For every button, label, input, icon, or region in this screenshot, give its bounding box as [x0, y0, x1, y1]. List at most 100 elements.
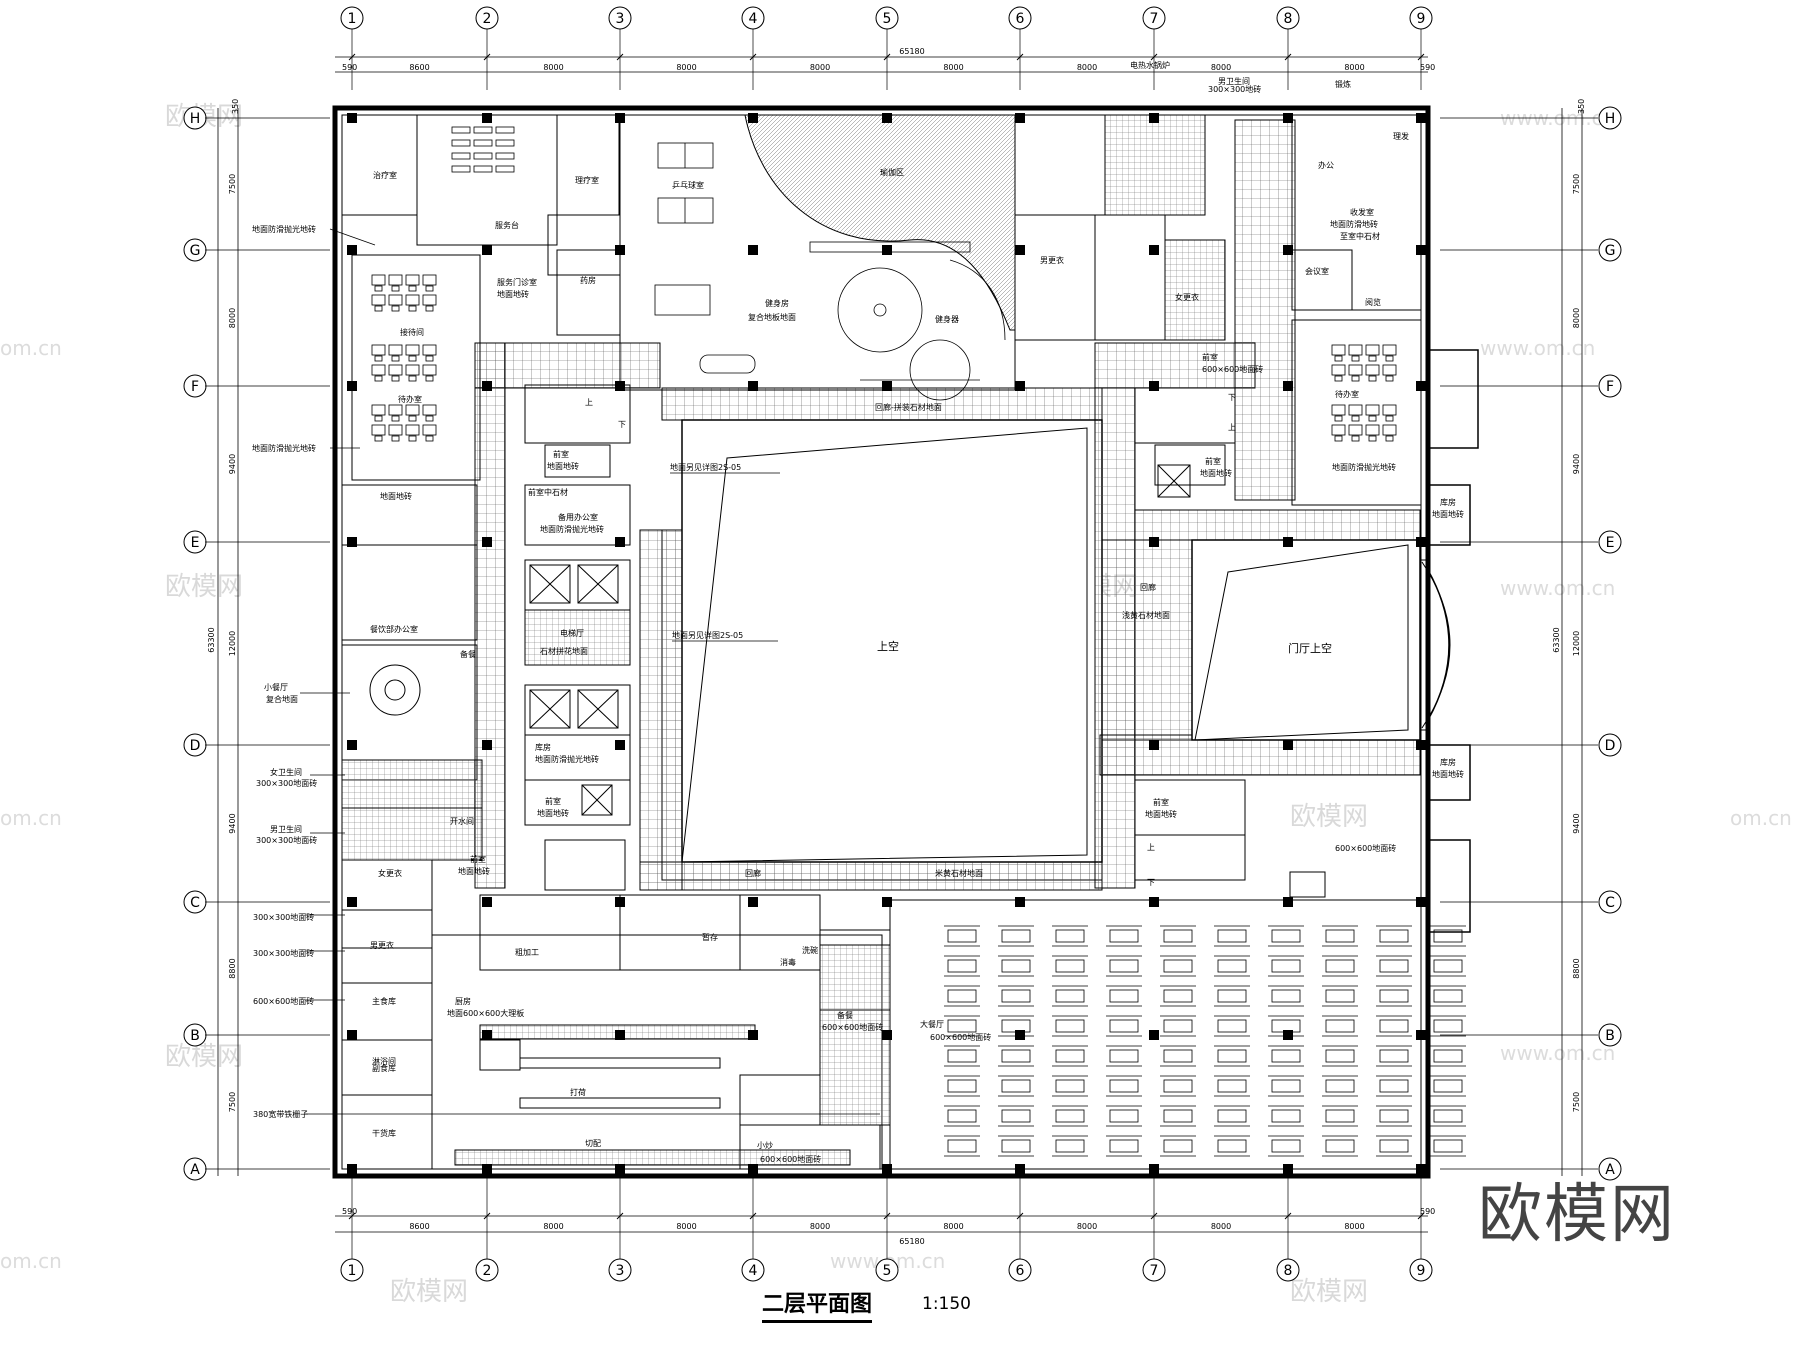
east-annex [1427, 349, 1479, 933]
column [882, 113, 892, 123]
leader-note: 女卫生间 [270, 767, 302, 777]
dining-table [1325, 1139, 1355, 1153]
desk [1365, 364, 1380, 376]
leader-note: 300×300地面砖 [253, 948, 314, 958]
desk [1331, 364, 1346, 376]
room-floor-qianshi1: 地面地砖 [547, 461, 579, 471]
dim-total-top: 65180 [899, 47, 924, 56]
column [1149, 740, 1159, 750]
dining-table [1055, 959, 1085, 973]
room-label-qianshi3: 前室 [545, 796, 561, 806]
watermark: om.cn [0, 336, 62, 360]
column [482, 897, 492, 907]
watermark: www.om.cn [1500, 1041, 1615, 1065]
dining-table [1001, 1139, 1031, 1153]
room-label-beiyong: 备用办公室 [558, 512, 598, 522]
west-core [524, 384, 631, 891]
chair [1368, 415, 1377, 422]
corridor-label: 浅黄石材地面 [1122, 610, 1170, 620]
dim-span: 7500 [1572, 1092, 1581, 1112]
dim-edge-v: 350 [1577, 99, 1586, 114]
column [1015, 381, 1025, 391]
dining-table [1379, 1139, 1409, 1153]
dining-table [1433, 1079, 1463, 1093]
room-floor-yuejiao2: 至室中石材 [1340, 231, 1380, 241]
axis-label: 8 [1284, 11, 1293, 27]
dining-table [947, 1139, 977, 1153]
dining-table [1379, 1109, 1409, 1123]
column [882, 381, 892, 391]
room-label-xiaochao: 小炒 [757, 1141, 773, 1150]
dining-table [1163, 1139, 1193, 1153]
dimension-top [335, 56, 1428, 73]
corridor-label: 回廊 [1140, 582, 1156, 592]
column [482, 245, 492, 255]
dim-span: 7500 [1572, 174, 1581, 194]
column [615, 537, 625, 547]
dining-table [1325, 1109, 1355, 1123]
axis-label: 5 [883, 1263, 892, 1279]
dim-span: 8000 [1344, 1222, 1364, 1231]
column [748, 1164, 758, 1174]
axis-label: G [190, 243, 201, 259]
dining-table [1055, 989, 1085, 1003]
desk [1348, 404, 1363, 416]
column [1149, 245, 1159, 255]
kufang-floor: 地面地砖 [1432, 509, 1464, 519]
room-label-yujia: 瑜伽区 [880, 167, 904, 177]
dining-table [1217, 929, 1247, 943]
leader-note: 小餐厅 [264, 683, 288, 692]
room-label-xiyu: 淋浴间 [372, 1056, 396, 1066]
room-label-canyin: 餐饮部办公室 [370, 624, 418, 634]
column [1015, 245, 1025, 255]
dining-table [1325, 959, 1355, 973]
chair [1385, 435, 1394, 442]
dining-table [1163, 1079, 1193, 1093]
column [347, 381, 357, 391]
label-duanyin: 锻炼 [1335, 79, 1351, 89]
room-label-pingpang: 乒乓球室 [672, 180, 704, 190]
dim-span: 8000 [943, 63, 963, 72]
room-floor-xiaochao: 600×600地面砖 [760, 1154, 821, 1164]
axis-label: 2 [483, 11, 492, 27]
dining-table [1055, 1109, 1085, 1123]
column [1416, 537, 1426, 547]
leader-note: 380宽带铁栅子 [253, 1109, 308, 1119]
dining-table [1379, 929, 1409, 943]
stair-down: 下 [618, 420, 626, 429]
desk [388, 424, 403, 436]
axis-label: 1 [348, 11, 357, 27]
column [615, 1164, 625, 1174]
kufang-label: 库房 [1440, 497, 1456, 507]
watermark: www.om.cn [1480, 336, 1595, 360]
room-label-fuwutai: 服务台 [495, 220, 519, 230]
room-floor-dacan2: 600×600地面砖 [1335, 843, 1396, 853]
column [1416, 740, 1426, 750]
chair [425, 435, 434, 442]
dining-table [1379, 989, 1409, 1003]
desk [495, 139, 515, 147]
axis-bubble [1598, 374, 1622, 398]
dining-table [1109, 1079, 1139, 1093]
column [1283, 537, 1293, 547]
room-floor-fuwumen: 地面地砖 [497, 289, 529, 299]
axis-label: B [1605, 1028, 1615, 1044]
dim-span: 9400 [1572, 454, 1581, 474]
room-floor-jianshen: 复合地板地面 [748, 312, 796, 322]
axis-label: 8 [1284, 1263, 1293, 1279]
room-label-dahe: 打荷 [570, 1087, 586, 1097]
axis-label: 3 [616, 1263, 625, 1279]
column [1416, 897, 1426, 907]
column [1283, 381, 1293, 391]
chair [1385, 415, 1394, 422]
desk [451, 165, 471, 173]
desk [1348, 344, 1363, 356]
desk [451, 139, 471, 147]
desk [1331, 344, 1346, 356]
dim-span: 8000 [676, 1222, 696, 1231]
dim-span: 8000 [543, 63, 563, 72]
column [882, 897, 892, 907]
dining-table [1433, 929, 1463, 943]
dim-span: 8000 [228, 308, 237, 328]
chair [374, 435, 383, 442]
